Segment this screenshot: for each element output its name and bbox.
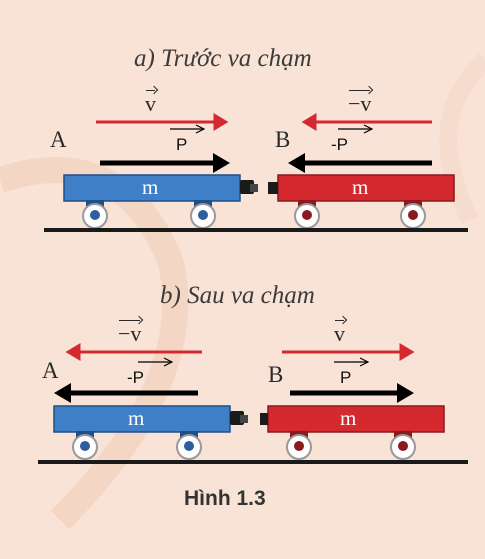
velocity-label-a-before: v <box>145 90 156 116</box>
mass-label-b-after: m <box>340 406 357 430</box>
panel-a-diagram <box>44 113 468 232</box>
cart-b-before <box>268 174 455 229</box>
velocity-label-b-after: v <box>334 320 345 346</box>
wheel-icon <box>176 431 202 460</box>
panel-b-diagram <box>38 343 468 464</box>
cart-b-name-before: B <box>275 127 291 152</box>
cart-a-name-before: A <box>50 127 67 152</box>
wheel-icon <box>400 200 426 229</box>
wheel-icon <box>190 200 216 229</box>
wheel-icon <box>390 431 416 460</box>
figure-caption: Hình 1.3 <box>184 487 266 510</box>
wheel-icon <box>72 431 98 460</box>
cart-a-name-after: A <box>42 358 59 383</box>
cart-b-after <box>260 405 445 460</box>
wheel-icon <box>82 200 108 229</box>
velocity-label-a-after: −v <box>118 320 142 346</box>
momentum-label-a-after: -P <box>127 368 144 387</box>
wheel-icon <box>294 200 320 229</box>
panel-b-title: b) Sau va chạm <box>160 282 315 309</box>
momentum-label-a-before: P <box>176 135 188 154</box>
cart-a-before <box>63 174 258 229</box>
mass-label-a-after: m <box>128 406 145 430</box>
mass-label-a-before: m <box>142 175 159 199</box>
mass-label-b-before: m <box>352 175 369 199</box>
wheel-icon <box>286 431 312 460</box>
cart-a-after <box>53 405 248 460</box>
background-decoration <box>0 53 485 530</box>
panel-a-title: a) Trước va chạm <box>134 45 312 72</box>
momentum-label-b-after: P <box>340 368 352 387</box>
velocity-label-b-before: −v <box>348 90 372 116</box>
momentum-label-b-before: -P <box>331 135 348 154</box>
cart-b-name-after: B <box>268 362 284 387</box>
